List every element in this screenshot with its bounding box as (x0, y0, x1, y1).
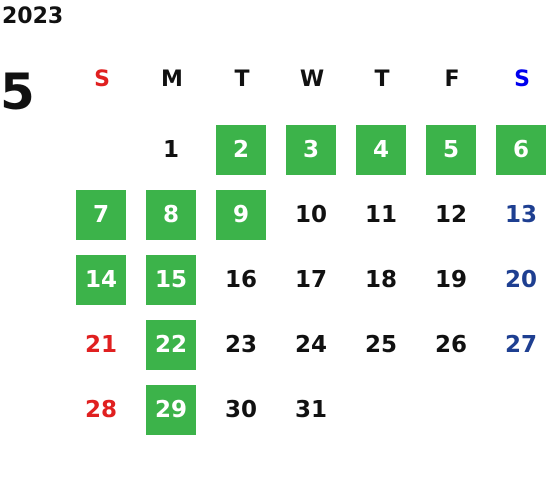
day-5: 5 (426, 125, 476, 175)
weekday-saturday: S (514, 67, 530, 92)
weekday-friday: F (444, 67, 460, 92)
day-13: 13 (504, 202, 537, 228)
day-18: 18 (364, 267, 397, 293)
day-cell: 25 (347, 315, 417, 380)
weekday-thursday: T (374, 67, 390, 92)
day-cell: 6 (487, 120, 548, 185)
day-31: 31 (294, 397, 327, 423)
day-19: 19 (434, 267, 467, 293)
day-cell: 19 (417, 250, 487, 315)
month-label: 5 (0, 63, 35, 121)
weekday-monday: M (161, 67, 183, 92)
day-8: 8 (146, 190, 196, 240)
day-11: 11 (364, 202, 397, 228)
weekday-sunday: S (94, 67, 110, 92)
day-29: 29 (146, 385, 196, 435)
day-15: 15 (146, 255, 196, 305)
day-cell: 3 (277, 120, 347, 185)
day-cell: 10 (277, 185, 347, 250)
weekday-header: S M T W T F S (67, 62, 548, 98)
day-23: 23 (224, 332, 257, 358)
day-1: 1 (162, 137, 179, 163)
day-cell: 8 (137, 185, 207, 250)
day-cell: 7 (67, 185, 137, 250)
day-cell: 21 (67, 315, 137, 380)
year-label: 2023 (2, 4, 64, 29)
day-20: 20 (504, 267, 537, 293)
day-cell: 29 (137, 380, 207, 445)
day-cell: 2 (207, 120, 277, 185)
day-25: 25 (364, 332, 397, 358)
day-cell: 15 (137, 250, 207, 315)
day-cell: 31 (277, 380, 347, 445)
day-cell: 11 (347, 185, 417, 250)
day-cell: 1 (137, 120, 207, 185)
day-16: 16 (224, 267, 257, 293)
day-cell: 24 (277, 315, 347, 380)
day-26: 26 (434, 332, 467, 358)
day-7: 7 (76, 190, 126, 240)
day-cell: 14 (67, 250, 137, 315)
day-cell: 17 (277, 250, 347, 315)
day-12: 12 (434, 202, 467, 228)
day-cell: 18 (347, 250, 417, 315)
day-cell: 9 (207, 185, 277, 250)
day-17: 17 (294, 267, 327, 293)
day-cell: 4 (347, 120, 417, 185)
day-cell: 26 (417, 315, 487, 380)
day-2: 2 (216, 125, 266, 175)
day-27: 27 (504, 332, 537, 358)
day-24: 24 (294, 332, 327, 358)
day-cell: 27 (487, 315, 548, 380)
day-21: 21 (84, 332, 117, 358)
day-28: 28 (84, 397, 117, 423)
day-cell: 20 (487, 250, 548, 315)
day-cell: 22 (137, 315, 207, 380)
day-22: 22 (146, 320, 196, 370)
day-cell: 23 (207, 315, 277, 380)
day-30: 30 (224, 397, 257, 423)
day-3: 3 (286, 125, 336, 175)
day-cell: 5 (417, 120, 487, 185)
day-9: 9 (216, 190, 266, 240)
day-10: 10 (294, 202, 327, 228)
day-cell: 28 (67, 380, 137, 445)
day-6: 6 (496, 125, 546, 175)
day-cell: 12 (417, 185, 487, 250)
weekday-wednesday: W (299, 67, 325, 92)
day-4: 4 (356, 125, 406, 175)
day-cell: 13 (487, 185, 548, 250)
day-14: 14 (76, 255, 126, 305)
day-cell: 30 (207, 380, 277, 445)
day-cell: 16 (207, 250, 277, 315)
weekday-tuesday: T (234, 67, 250, 92)
